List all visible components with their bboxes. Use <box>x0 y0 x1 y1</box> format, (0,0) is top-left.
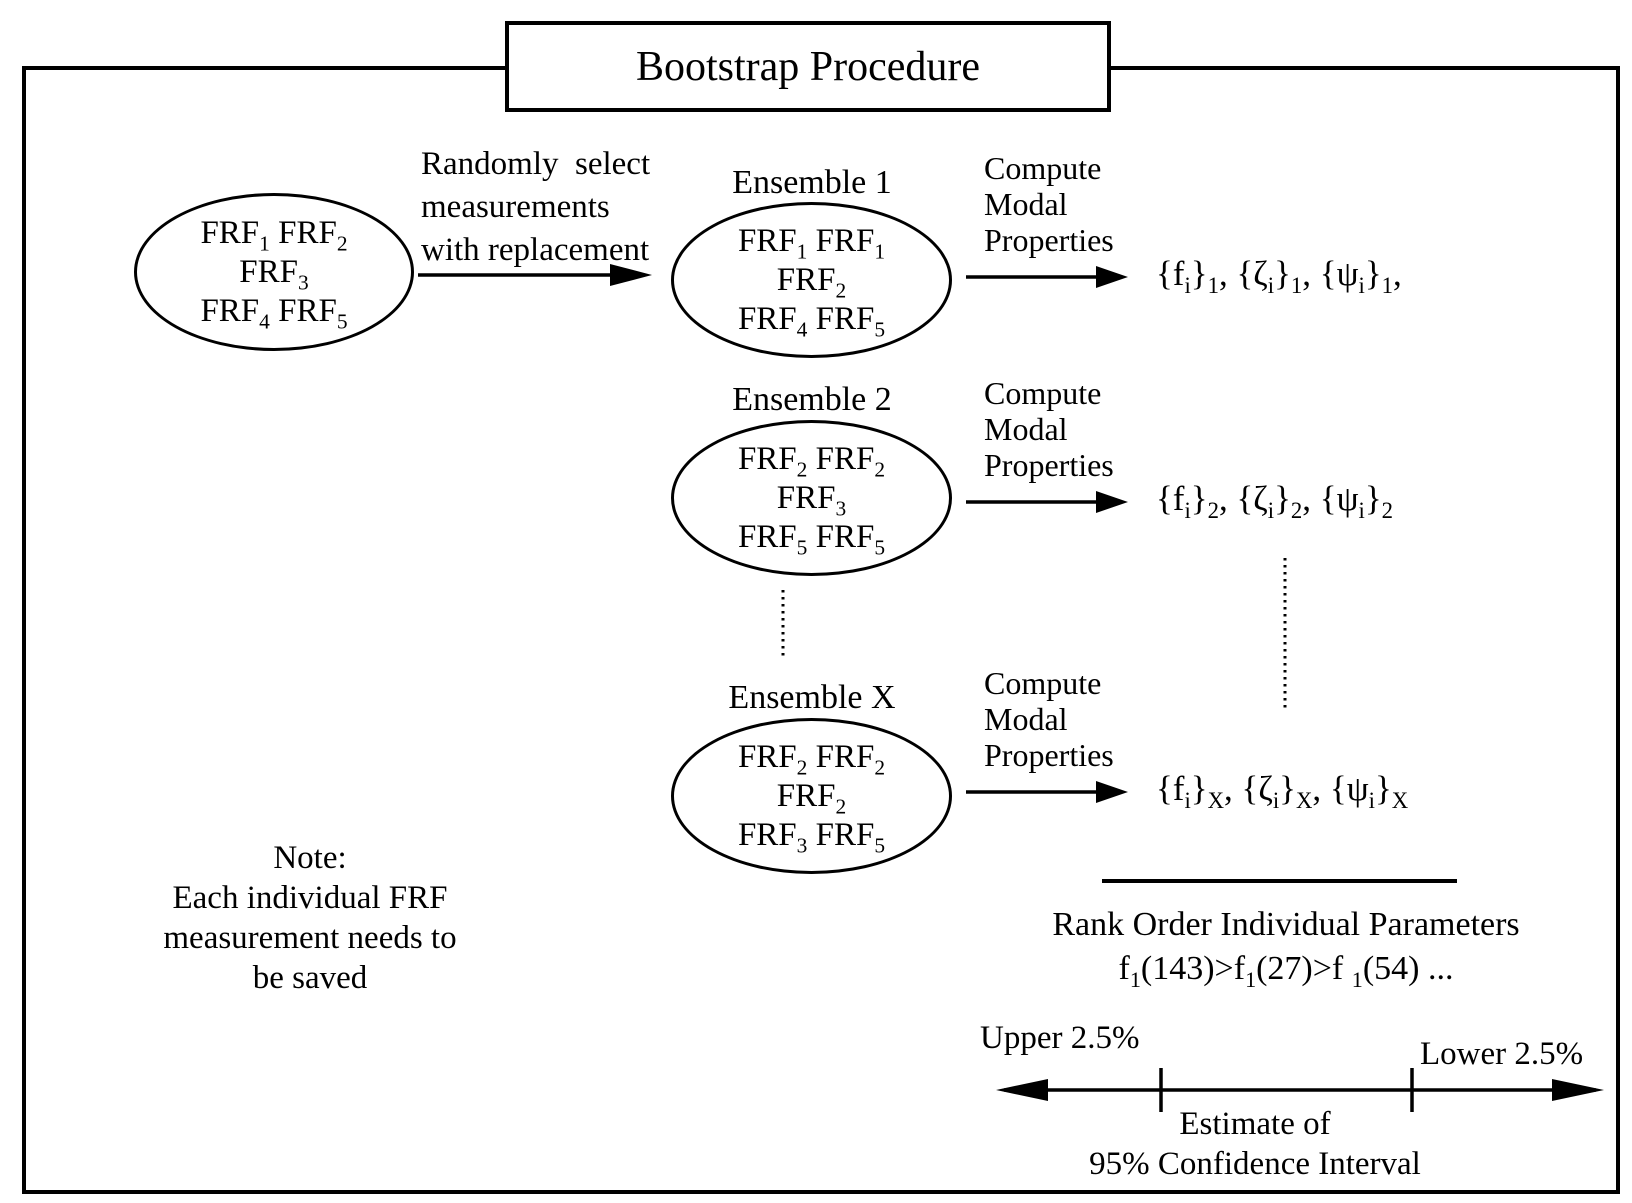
compute-label-line: Properties <box>984 222 1114 258</box>
compute-label-line: Properties <box>984 447 1114 483</box>
ensemble-x-frf-line: FRF3 FRF5 <box>737 816 886 858</box>
modal-parameters-result-1: {fi}1, {ζi}1, {ψi}1, <box>1156 254 1402 298</box>
ensemble-1-frf-line: FRF2 <box>776 261 847 303</box>
upper-tail-arrow-head <box>996 1079 1048 1101</box>
pool-frf-line: FRF4 FRF5 <box>200 292 348 334</box>
ensemble-2-frf-line: FRF3 <box>776 479 847 521</box>
pool-frf-line: FRF3 <box>239 253 309 295</box>
note-line: be saved <box>252 960 368 996</box>
compute-arrow-1-head <box>1096 266 1128 288</box>
note-line: Note: <box>273 840 347 876</box>
ensemble-x-label: Ensemble X <box>728 679 896 716</box>
compute-label-line: Compute <box>984 150 1102 186</box>
upper-bound-label: Upper 2.5% <box>980 1020 1140 1056</box>
title-box: Bootstrap Procedure <box>505 21 1111 112</box>
compute-modal-properties-label-3: Compute Modal Properties <box>984 665 1114 773</box>
compute-label-line: Modal <box>984 186 1068 222</box>
ensemble-1-frf-line: FRF1 FRF1 <box>737 222 886 264</box>
random-select-label: Randomly select measurements with replac… <box>421 143 650 272</box>
compute-label-line: Compute <box>984 665 1102 701</box>
source-frf-pool-ellipse: FRF1 FRF2 FRF3 FRF4 FRF5 <box>134 193 414 351</box>
note-text: Note: Each individual FRF measurement ne… <box>139 838 481 998</box>
ensemble-x-frf-line: FRF2 <box>776 777 847 819</box>
select-arrow-head <box>610 264 652 286</box>
modal-parameters-result-2: {fi}2, {ζi}2, {ψi}2 <box>1156 479 1394 523</box>
modal-parameters-result-x: {fi}X, {ζi}X, {ψi}X <box>1156 769 1409 813</box>
page-title: Bootstrap Procedure <box>635 43 981 90</box>
compute-arrow-2-head <box>1096 491 1128 513</box>
random-select-label-line: Randomly select <box>421 146 651 182</box>
ensemble-2-label: Ensemble 2 <box>732 381 892 418</box>
compute-label-line: Modal <box>984 701 1068 737</box>
note-line: measurement needs to <box>163 920 457 956</box>
compute-label-line: Compute <box>984 375 1102 411</box>
ensemble-2-frf-line: FRF5 FRF5 <box>737 518 886 560</box>
ensemble-2-frf-line: FRF2 FRF2 <box>737 440 886 482</box>
random-select-label-line: with replacement <box>421 232 650 268</box>
pool-frf-line: FRF1 FRF2 <box>200 214 348 256</box>
lower-bound-label: Lower 2.5% <box>1420 1036 1584 1072</box>
lower-tail-arrow-head <box>1552 1079 1604 1101</box>
ensemble-2-ellipse: FRF2 FRF2 FRF3 FRF5 FRF5 <box>671 420 952 576</box>
random-select-label-line: measurements <box>421 189 610 225</box>
ensemble-x-ellipse: FRF2 FRF2 FRF2 FRF3 FRF5 <box>671 718 952 874</box>
compute-modal-properties-label-2: Compute Modal Properties <box>984 375 1114 483</box>
estimate-line: Estimate of <box>1179 1106 1331 1142</box>
compute-modal-properties-label-1: Compute Modal Properties <box>984 150 1114 258</box>
ensemble-1-label: Ensemble 1 <box>732 164 892 201</box>
compute-arrow-3-head <box>1096 781 1128 803</box>
compute-label-line: Modal <box>984 411 1068 447</box>
compute-label-line: Properties <box>984 737 1114 773</box>
estimate-line: 95% Confidence Interval <box>1089 1146 1421 1182</box>
ensemble-1-frf-line: FRF4 FRF5 <box>737 300 886 342</box>
ensemble-1-ellipse: FRF1 FRF1 FRF2 FRF4 FRF5 <box>671 202 952 358</box>
note-line: Each individual FRF <box>172 880 448 916</box>
rank-order-formula: f1(143)>f1(27)>f 1(54) ... <box>1118 950 1454 992</box>
confidence-estimate-label: Estimate of 95% Confidence Interval <box>1085 1104 1425 1184</box>
ensemble-x-frf-line: FRF2 FRF2 <box>737 738 886 780</box>
rank-order-heading: Rank Order Individual Parameters <box>1052 906 1520 943</box>
